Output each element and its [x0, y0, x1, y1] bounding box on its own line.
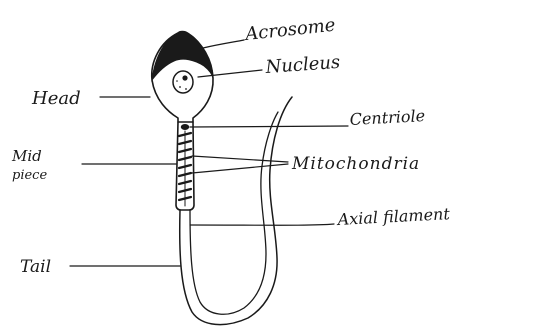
leader-acrosome: [203, 40, 244, 48]
label-centriole: Centriole: [349, 106, 425, 129]
tail-inner: [190, 112, 278, 314]
label-mid-piece-line1: Mid: [11, 147, 42, 165]
nucleolus: [182, 75, 187, 80]
label-axial-filament: Axial filament: [335, 204, 451, 229]
leader-nucleus: [198, 70, 262, 77]
label-nucleus: Nucleus: [264, 52, 341, 78]
leader-mitochondria-2: [192, 164, 288, 173]
label-mid-piece-line2: piece: [12, 168, 47, 183]
label-head: Head: [31, 88, 81, 109]
label-acrosome: Acrosome: [242, 15, 336, 46]
leader-mitochondria-1: [192, 156, 288, 162]
acrosome: [152, 31, 213, 80]
tail-outer: [180, 97, 292, 325]
leader-axial-filament: [190, 224, 334, 225]
label-mitochondria: Mitochondria: [291, 154, 420, 174]
nucleus-dot: [179, 86, 181, 88]
nucleus-dot: [185, 88, 187, 90]
centriole: [181, 124, 189, 130]
label-tail: Tail: [20, 257, 51, 277]
leader-centriole: [190, 126, 348, 127]
nucleus-dot: [176, 80, 178, 82]
nucleus: [173, 71, 193, 93]
